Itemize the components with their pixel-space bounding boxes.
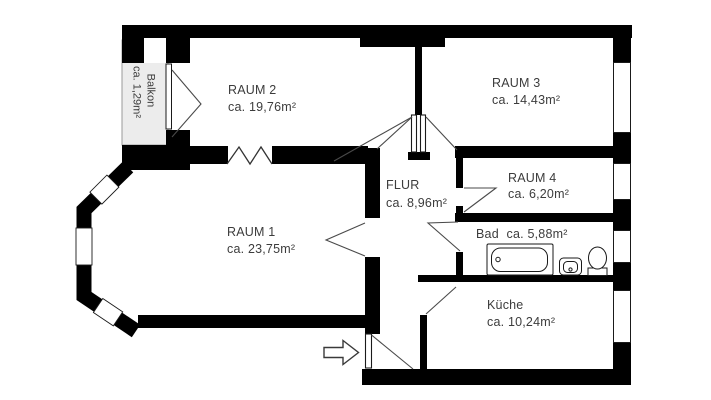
entrance-arrow (323, 339, 360, 366)
wall-raum4-west (456, 156, 463, 188)
raum2-area: ca. 19,76m² (228, 100, 296, 114)
sink-icon (559, 257, 582, 276)
balcony-door-frame (165, 63, 172, 130)
window-raum3 (613, 62, 631, 133)
entrance-arrow-icon (323, 339, 360, 366)
raum2-name: RAUM 2 (228, 83, 276, 97)
entrance-door-swing (371, 334, 414, 370)
wall-balcony-stub (122, 145, 190, 170)
wall-kueche-west (420, 315, 427, 370)
kueche-name: Küche (487, 298, 523, 312)
raum3-area: ca. 14,43m² (492, 93, 560, 107)
raum1-raum2-opening-zigzag (226, 145, 273, 166)
bathtub-icon (486, 243, 554, 276)
wall-raum4-tick (456, 206, 463, 216)
bathtub-drain (495, 256, 501, 263)
raum4-name: RAUM 4 (508, 171, 556, 185)
bathroom-fixtures (486, 243, 608, 276)
wall-balcony-corner (122, 25, 144, 63)
balcony-notch (144, 37, 166, 63)
bay-window (75, 161, 141, 338)
raum1-area: ca. 23,75m² (227, 242, 295, 256)
wall-top-stub (360, 35, 445, 47)
wall-right-seg3 (613, 200, 631, 230)
bad-name: Bad (476, 227, 499, 241)
entrance-door-leaf (364, 333, 373, 369)
window-raum4 (613, 163, 631, 200)
room-labels: RAUM 1 ca. 23,75m² RAUM 2 ca. 19,76m² RA… (131, 66, 569, 329)
label-balkon: Balkon ca. 1,29m² (131, 66, 157, 118)
doors (171, 69, 498, 370)
bathtub-inner (491, 247, 548, 272)
flur-door-leaf-left (410, 114, 418, 153)
flur-area: ca. 8,96m² (386, 196, 447, 210)
wall-left-lower (166, 130, 190, 147)
wall-raum1-raum2-right (272, 146, 368, 164)
label-raum3: RAUM 3 ca. 14,43m² (492, 76, 560, 107)
wall-raum1-raum2-left (188, 146, 228, 164)
kueche-area: ca. 10,24m² (487, 315, 555, 329)
raum4-door-swing (463, 187, 498, 213)
balkon-area: ca. 1,29m² (131, 66, 143, 118)
wall-right-seg4 (613, 263, 631, 290)
kueche-door-leaf (425, 286, 457, 315)
toilet-icon (587, 246, 608, 276)
wall-bad-west (456, 252, 463, 282)
wall-raum4-bad (455, 213, 613, 222)
sink-basin (563, 261, 578, 273)
label-raum4: RAUM 4 ca. 6,20m² (508, 171, 569, 201)
wall-top (122, 25, 632, 38)
window-kueche (613, 290, 631, 343)
label-raum1: RAUM 1 ca. 23,75m² (227, 225, 295, 256)
label-bad: Bad ca. 5,88m² (476, 227, 568, 241)
bad-door-swing (426, 221, 461, 252)
raum1-name: RAUM 1 (227, 225, 275, 239)
bad-area: ca. 5,88m² (507, 227, 568, 241)
wall-raum3-raum4 (455, 146, 613, 158)
wall-corridor-lower (365, 257, 380, 334)
wall-raum2-raum3 (415, 35, 422, 115)
balcony (121, 37, 169, 146)
wall-bottom-right (362, 369, 631, 385)
wall-right-seg2 (613, 133, 631, 163)
bay-window-lower (92, 297, 124, 327)
toilet-bowl (588, 246, 607, 270)
bay-window-middle (75, 227, 93, 266)
label-raum2: RAUM 2 ca. 19,76m² (228, 83, 296, 114)
raum2-door-swing-a (376, 116, 413, 150)
raum2-door-swing-b (333, 116, 413, 162)
flur-name: FLUR (386, 178, 419, 192)
balcony-door-swing (171, 69, 202, 138)
window-bad (613, 230, 631, 263)
raum3-door-swing (425, 116, 458, 151)
wall-right-seg1 (613, 25, 631, 62)
label-kueche: Küche ca. 10,24m² (487, 298, 555, 329)
balkon-name: Balkon (145, 74, 157, 108)
label-flur: FLUR ca. 8,96m² (386, 178, 447, 210)
sink-drain (568, 267, 573, 272)
flur-door-leaf-right (419, 114, 427, 153)
wall-bottom-raum1 (138, 315, 380, 328)
raum1-door-swing (324, 222, 366, 257)
wall-bad-kueche (418, 275, 613, 282)
wall-left-upper (166, 25, 190, 63)
wall-flur-threshold (408, 152, 430, 160)
balkon-text: Balkon ca. 1,29m² (131, 66, 157, 118)
raum4-area: ca. 6,20m² (508, 187, 569, 201)
windows (165, 62, 631, 343)
walls (122, 25, 632, 385)
wall-corridor-upper (365, 148, 380, 218)
raum3-name: RAUM 3 (492, 76, 540, 90)
bay-window-upper (89, 174, 120, 205)
